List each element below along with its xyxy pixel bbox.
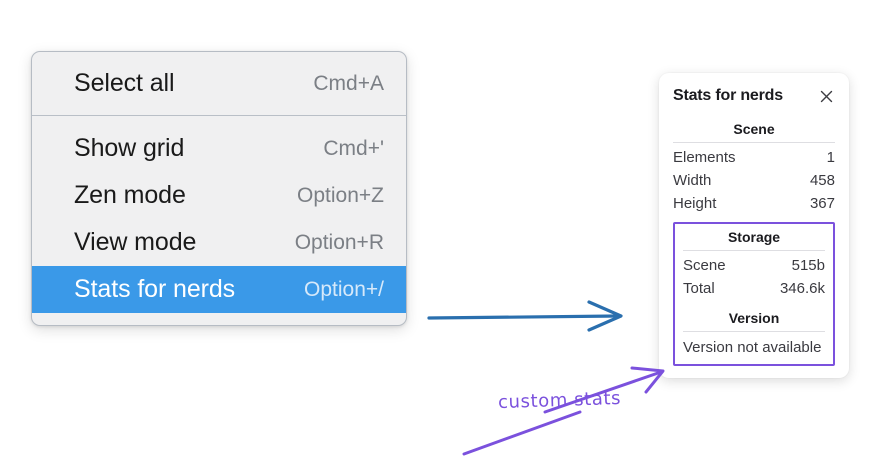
menu-divider (32, 115, 406, 116)
stat-row: Elements 1 (673, 146, 835, 169)
stat-value: 367 (809, 195, 835, 212)
menu-item-label: Show grid (74, 134, 185, 162)
stats-panel-header: Stats for nerds (659, 87, 849, 105)
annotation-label: custom stats (497, 387, 622, 414)
stat-label: Total (683, 280, 715, 297)
stat-label: Elements (673, 149, 736, 166)
stat-row: Width 458 (673, 169, 835, 192)
menu-item-label: Zen mode (74, 181, 186, 209)
stat-row: Scene 515b (683, 254, 825, 277)
close-icon[interactable] (817, 87, 835, 105)
blue-pointer-arrow (427, 300, 623, 332)
stat-value: 458 (809, 172, 835, 189)
section-heading: Storage (727, 229, 781, 245)
menu-item-label: Select all (74, 69, 175, 97)
stats-for-nerds-panel[interactable]: Stats for nerds Scene Elements 1 Width 4… (659, 73, 849, 378)
menu-item-shortcut: Option+/ (304, 277, 384, 301)
stat-value: 1 (826, 149, 835, 166)
custom-stats-region: Storage Scene 515b Total 346.6k Version … (673, 222, 835, 366)
menu-section-1: Select all Cmd+A (32, 60, 406, 107)
stat-row: Height 367 (673, 192, 835, 215)
version-note: Version not available (683, 339, 822, 356)
section-rule (683, 250, 825, 251)
stat-label: Height (673, 195, 717, 212)
menu-item-label: Stats for nerds (74, 275, 236, 303)
menu-section-2: Show grid Cmd+' Zen mode Option+Z View m… (32, 125, 406, 313)
stats-section-scene: Scene Elements 1 Width 458 Height 367 (673, 119, 835, 215)
menu-item-show-grid[interactable]: Show grid Cmd+' (32, 125, 406, 172)
section-rule (673, 142, 835, 143)
menu-item-label: View mode (74, 228, 197, 256)
stat-value: 515b (791, 257, 825, 274)
section-heading: Version (728, 310, 780, 326)
menu-item-shortcut: Cmd+' (323, 136, 384, 160)
stats-section-storage: Storage Scene 515b Total 346.6k (683, 228, 825, 300)
menu-item-select-all[interactable]: Select all Cmd+A (32, 60, 406, 107)
stat-label: Scene (683, 257, 726, 274)
stats-panel-title: Stats for nerds (673, 87, 783, 104)
menu-item-shortcut: Option+Z (297, 183, 384, 207)
canvas-context-menu[interactable]: Select all Cmd+A Show grid Cmd+' Zen mod… (31, 51, 407, 326)
stat-row: Total 346.6k (683, 277, 825, 300)
stat-label: Width (673, 172, 712, 189)
menu-item-zen-mode[interactable]: Zen mode Option+Z (32, 172, 406, 219)
purple-underline-stroke (462, 410, 582, 456)
menu-item-stats-for-nerds[interactable]: Stats for nerds Option+/ (32, 266, 406, 313)
menu-item-shortcut: Option+R (294, 230, 384, 254)
section-rule (683, 331, 825, 332)
section-heading: Scene (733, 121, 775, 137)
menu-item-shortcut: Cmd+A (313, 71, 384, 95)
stats-section-version: Version Version not available (683, 309, 825, 358)
menu-item-view-mode[interactable]: View mode Option+R (32, 219, 406, 266)
stat-value: 346.6k (779, 280, 825, 297)
purple-pointer-arrow (543, 366, 665, 414)
stats-panel-body: Scene Elements 1 Width 458 Height 367 St… (659, 119, 849, 366)
